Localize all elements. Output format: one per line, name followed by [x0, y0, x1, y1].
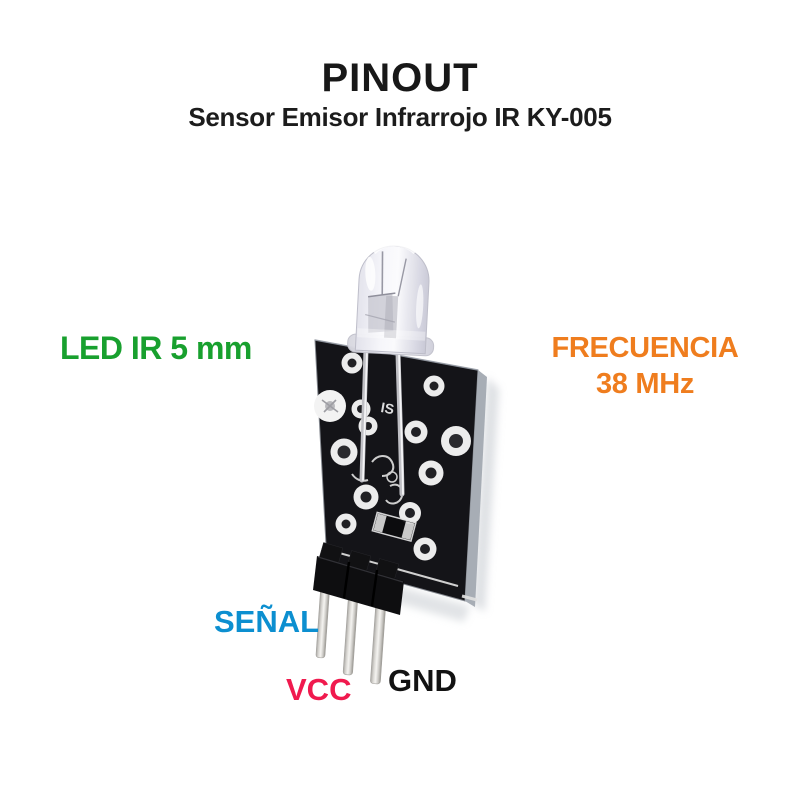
- pin-header: [313, 542, 404, 615]
- solder-pad: [330, 438, 358, 466]
- solder-pad: [314, 390, 346, 422]
- label-gnd-pin: GND: [388, 663, 457, 698]
- label-signal-pin: SEÑAL: [214, 604, 320, 639]
- label-frequency-line1: FRECUENCIA: [551, 332, 739, 364]
- resistor-footprint: [371, 511, 417, 543]
- led-internals: [365, 251, 407, 339]
- solder-pad: [404, 420, 428, 444]
- label-vcc-pin: VCC: [286, 672, 352, 707]
- solder-pad: [441, 426, 471, 456]
- ir-led: [347, 243, 435, 357]
- page-title: PINOUT: [321, 56, 479, 100]
- led-legs: [359, 347, 405, 497]
- page-subtitle: Sensor Emisor Infrarrojo IR KY-005: [188, 102, 612, 132]
- led-highlights: [357, 243, 426, 341]
- label-frequency: FRECUENCIA 38 MHz: [543, 330, 747, 403]
- solder-pad: [413, 537, 437, 561]
- silkscreen-text: IS: [380, 399, 396, 417]
- solder-pad: [353, 484, 379, 510]
- solder-pad: [335, 513, 357, 535]
- solder-pad: [341, 352, 363, 374]
- label-led-ir-5mm: LED IR 5 mm: [60, 330, 252, 366]
- solder-pad: [418, 460, 444, 486]
- solder-pad: [399, 502, 421, 524]
- solder-pad: [351, 399, 371, 419]
- label-frequency-line2: 38 MHz: [595, 368, 695, 401]
- solder-pad: [423, 375, 445, 397]
- solder-pads: [314, 352, 471, 561]
